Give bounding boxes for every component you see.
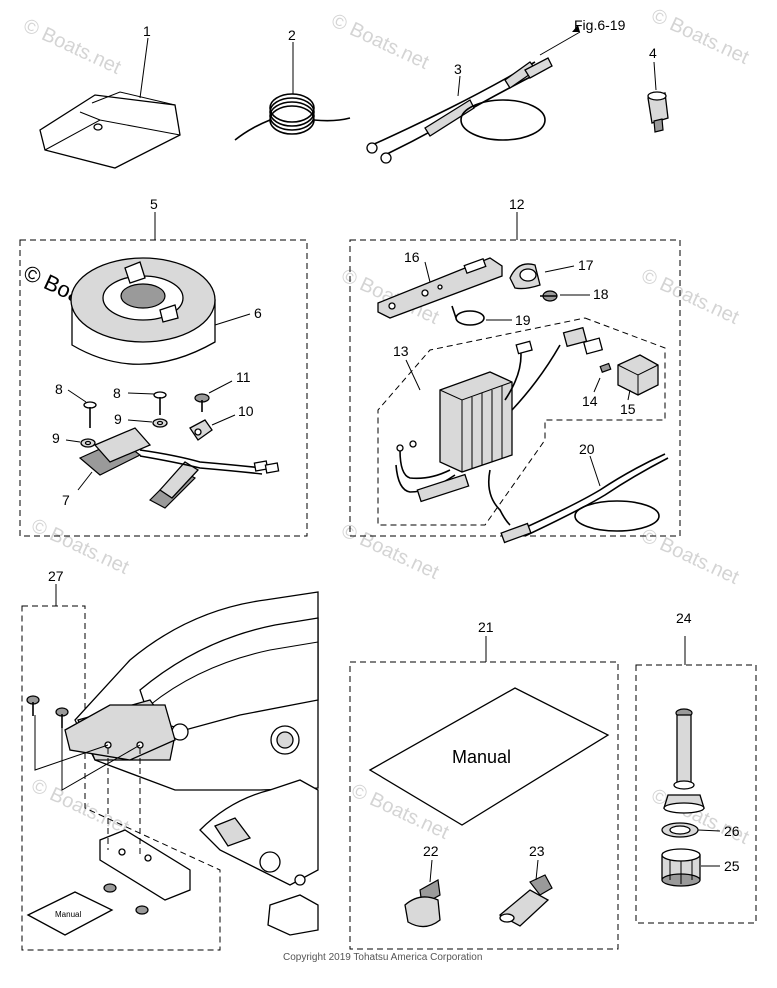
watermark-text: © Boats.net (328, 10, 433, 74)
part-23-fitting (498, 859, 553, 927)
callout-2: 2 (288, 27, 296, 43)
callout-25: 25 (724, 858, 740, 874)
callout-17: 17 (578, 257, 594, 273)
part-10-clamp (189, 414, 236, 441)
part-14-fuse (593, 362, 612, 393)
callout-14: 14 (582, 393, 598, 409)
part-2-coil (234, 42, 351, 141)
group-13-outline (377, 317, 666, 526)
part-8-screws (67, 389, 167, 428)
part-22-plug (404, 859, 441, 928)
callout-22: 22 (423, 843, 439, 859)
part-27-screws (26, 695, 149, 915)
callout-5: 5 (150, 196, 158, 212)
callout-24: 24 (676, 610, 692, 626)
callout-16: 16 (404, 249, 420, 265)
callout-21: 21 (478, 619, 494, 635)
callout-26: 26 (724, 823, 740, 839)
callout-11: 11 (236, 369, 251, 385)
callout-3: 3 (454, 61, 462, 77)
callout-9b: 9 (114, 411, 122, 427)
part-16-bracket (377, 257, 503, 319)
callout-13: 13 (393, 343, 409, 359)
part-15-relay (617, 354, 659, 401)
part-19-clip (451, 305, 512, 326)
part-27-bracket (34, 704, 191, 901)
manual-small-label: Manual (55, 910, 81, 919)
part-3-harness (366, 25, 581, 164)
callout-27: 27 (48, 568, 64, 584)
callout-15: 15 (620, 401, 636, 417)
callout-7: 7 (62, 492, 70, 508)
figure-reference: Fig.6-19 (574, 17, 626, 33)
part-13-connectors (515, 326, 604, 355)
group-24-outline (635, 664, 757, 924)
watermark-text: © Boats.net (338, 520, 443, 584)
callout-8a: 8 (55, 381, 63, 397)
callout-18: 18 (593, 286, 609, 302)
callout-10: 10 (238, 403, 254, 419)
part-25-nut (661, 848, 720, 887)
part-20-harness (500, 453, 669, 544)
watermark-text: © Boats.net (28, 775, 133, 839)
callout-20: 20 (579, 441, 595, 457)
part-21-manual: Manual (368, 687, 610, 826)
group-27-outline (21, 605, 221, 951)
part-24-fitting (663, 708, 705, 814)
watermark-text: © Boats.net (648, 785, 753, 849)
part-18-bolt (540, 290, 590, 302)
callout-8b: 8 (113, 385, 121, 401)
group-5-outline (19, 239, 308, 537)
part-9-washers (65, 418, 168, 448)
part-17-clamp (509, 263, 575, 290)
watermark-text: © Boats.net (20, 15, 125, 79)
callout-9a: 9 (52, 430, 60, 446)
manual-label: Manual (452, 747, 511, 767)
part-26-oring (661, 822, 721, 838)
callout-19: 19 (515, 312, 531, 328)
part-4-stud (647, 61, 669, 133)
callout-1: 1 (143, 23, 151, 39)
callout-23: 23 (529, 843, 545, 859)
copyright-text: Copyright 2019 Tohatsu America Corporati… (283, 952, 482, 963)
part-7-coil (77, 427, 280, 509)
watermark-text: © Boats.net (638, 265, 743, 329)
callout-4: 4 (649, 45, 657, 61)
callout-6: 6 (254, 305, 262, 321)
part-6-flywheel (70, 257, 251, 365)
part-13-regulator (395, 344, 561, 526)
part-27-manual: Manual (26, 891, 114, 936)
watermark-text: © Boats.net (638, 525, 743, 589)
watermark-text: © Boats.net (648, 5, 753, 69)
group-21-outline (349, 661, 619, 950)
part-1-pouch (39, 37, 181, 169)
part-11-bolt (194, 380, 233, 412)
watermark-text: © Boats.net (28, 515, 133, 579)
callout-12: 12 (509, 196, 525, 212)
